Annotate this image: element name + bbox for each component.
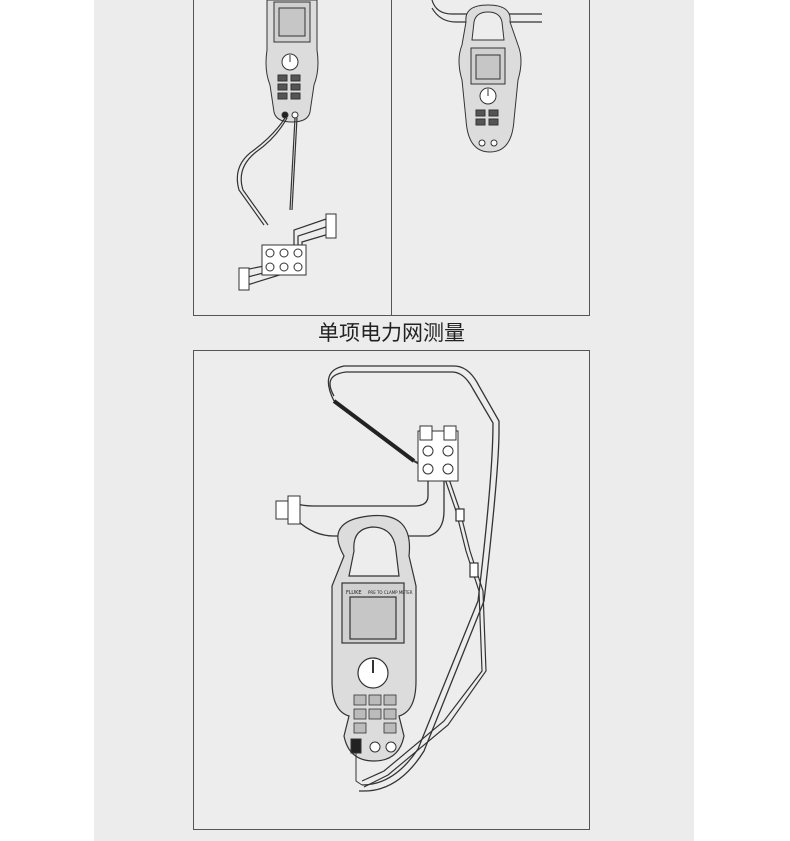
diagram-panel-top-left [193, 0, 392, 316]
section-title: 单项电力网测量 [318, 321, 465, 345]
clamp-meter-diagram [431, 0, 542, 153]
meter-model-line: PRE TO CLAMP METER [368, 590, 413, 595]
diagram-panel-top-right [391, 0, 590, 316]
single-phase-wiring-diagram: FLUKE PRE TO CLAMP METER [275, 365, 500, 792]
rotary-dial [357, 657, 389, 689]
meter-wiring-diagram [236, 0, 337, 291]
diagram-panel-single-phase: FLUKE PRE TO CLAMP METER [193, 350, 590, 830]
meter-brand: FLUKE [346, 590, 362, 596]
